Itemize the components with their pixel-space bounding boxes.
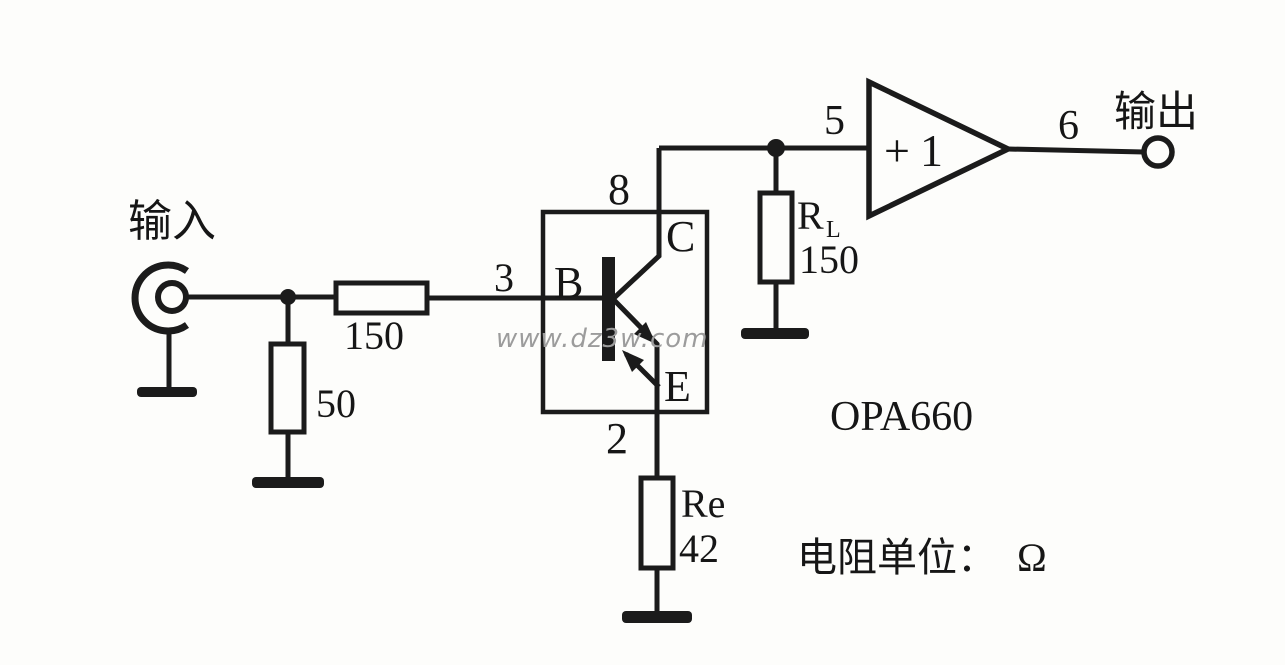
- resistor-load-name: R: [797, 193, 824, 238]
- chip-name-label: OPA660: [830, 394, 973, 440]
- transistor-emitter-line: [612, 298, 660, 478]
- input-label: 输入: [128, 197, 216, 246]
- resistor-load-subscript: L: [826, 217, 841, 243]
- emitter-label: E: [664, 362, 691, 411]
- transistor-base-bar: [602, 257, 615, 361]
- wire-buffer-to-output: [1007, 146, 1145, 155]
- transistor-collector-line: [612, 148, 662, 300]
- output-terminal-icon: [1141, 135, 1175, 169]
- resistor-shunt-body: [268, 341, 307, 435]
- diamond-transistor-symbol: [602, 148, 662, 478]
- resistor-emitter: [622, 475, 692, 623]
- input-connector: [131, 261, 197, 397]
- emitter-ground-icon: [622, 611, 692, 623]
- pin-6-label: 6: [1058, 103, 1079, 149]
- opa660-ota-box: [540, 209, 710, 415]
- resistor-shunt-value: 50: [316, 381, 356, 426]
- pin-5-label: 5: [824, 98, 845, 144]
- resistor-emitter-body: [638, 475, 676, 571]
- resistor-load: [741, 148, 809, 339]
- output-label: 输出: [1114, 90, 1198, 136]
- watermark-text: www.dz3w.com: [496, 324, 708, 354]
- input-ground-icon: [137, 387, 197, 397]
- resistor-load-body: [757, 190, 795, 285]
- pin-2-label: 2: [606, 414, 628, 463]
- emitter-arrow-outward-icon: [634, 322, 656, 344]
- resistor-load-value: 150: [799, 237, 859, 282]
- buffer-gain-label: +1: [884, 125, 953, 176]
- bnc-center-pin-icon: [155, 280, 189, 314]
- resistance-unit-note: 电阻单位： Ω: [797, 535, 1047, 580]
- pin-8-label: 8: [608, 165, 630, 214]
- load-ground-icon: [741, 328, 809, 339]
- shunt-ground-icon: [252, 477, 324, 488]
- pin-3-label: 3: [494, 255, 514, 300]
- base-label: B: [554, 258, 583, 307]
- emitter-arrow-inward-icon: [622, 350, 644, 372]
- buffer-amp-triangle: [866, 77, 1015, 221]
- resistor-series-body: [333, 280, 430, 316]
- resistor-shunt-input: [252, 341, 324, 488]
- resistor-emitter-name: Re: [681, 481, 725, 526]
- resistor-emitter-value: 42: [679, 526, 719, 571]
- resistor-series-value: 150: [344, 313, 404, 358]
- collector-label: C: [666, 212, 695, 261]
